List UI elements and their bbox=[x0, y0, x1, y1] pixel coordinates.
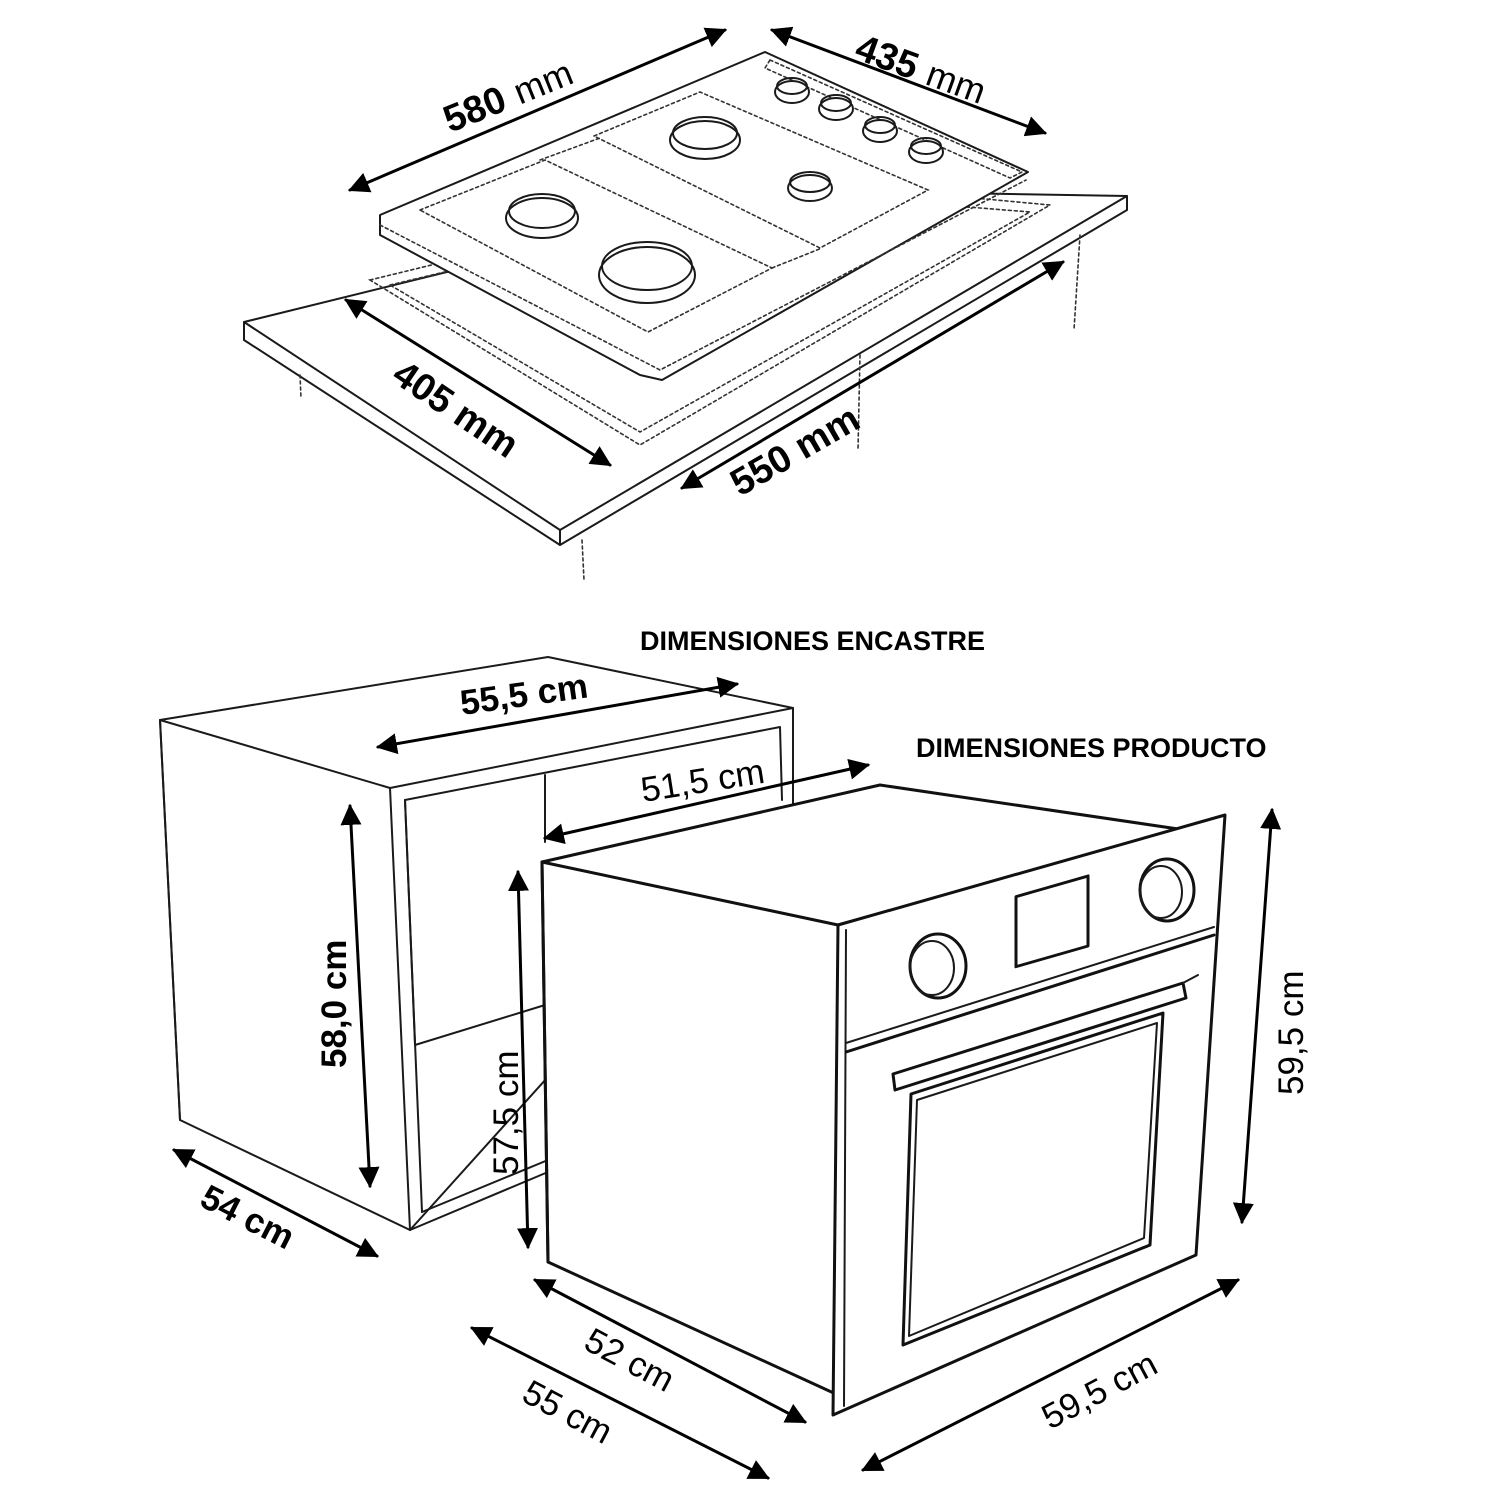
knob-icon bbox=[908, 137, 944, 164]
burner-medium-right bbox=[669, 116, 741, 160]
oven-body-height-arrow bbox=[508, 869, 538, 1250]
oven-front-height-label: 59,5 cm bbox=[1272, 971, 1311, 1096]
oven-drawing: 51,5 cm 57,5 cm 59,5 cm 59,5 cm 52 cm 55… bbox=[470, 752, 1311, 1480]
hob-width-label: 580mm bbox=[438, 52, 579, 142]
heading-product: DIMENSIONES PRODUCTO bbox=[916, 733, 1267, 763]
oven-total-depth-label: 55 cm bbox=[516, 1373, 618, 1452]
hob-width-arrow bbox=[348, 27, 727, 193]
oven-front-height-arrow bbox=[1232, 807, 1282, 1225]
hob-drawing: 580mm 435mm 405 mm 550 mm bbox=[243, 26, 1128, 581]
cutout-width-arrow bbox=[680, 260, 1065, 490]
knob-icon bbox=[774, 77, 810, 104]
oven-body-depth-label: 52 cm bbox=[578, 1321, 680, 1400]
knob-icon bbox=[818, 94, 854, 121]
cabinet-depth-arrow bbox=[172, 1148, 379, 1258]
heading-built-in: DIMENSIONES ENCASTRE bbox=[640, 626, 985, 656]
oven-handle bbox=[891, 981, 1188, 1092]
cabinet-height-arrow bbox=[340, 803, 380, 1189]
oven-inner-width-arrow bbox=[542, 758, 871, 845]
oven-knob-left-icon bbox=[908, 932, 968, 1000]
burner-large bbox=[598, 241, 696, 304]
oven-knob-right-icon bbox=[1138, 857, 1196, 923]
oven-body-height-label: 57,5 cm bbox=[487, 1051, 526, 1176]
cabinet-width-arrow bbox=[375, 676, 740, 755]
oven-display bbox=[1014, 874, 1090, 969]
hob-depth-arrow bbox=[770, 26, 1047, 137]
burner-small bbox=[787, 171, 833, 202]
oven-total-depth-arrow bbox=[470, 1326, 770, 1480]
cabinet-height-label: 58,0 cm bbox=[315, 940, 354, 1068]
burner-medium-left bbox=[505, 193, 579, 239]
knob-icon bbox=[862, 116, 898, 143]
cutout-depth-arrow bbox=[344, 298, 612, 467]
oven-front-width-label: 59,5 cm bbox=[1035, 1344, 1163, 1437]
oven-front-width-arrow bbox=[861, 1278, 1240, 1472]
